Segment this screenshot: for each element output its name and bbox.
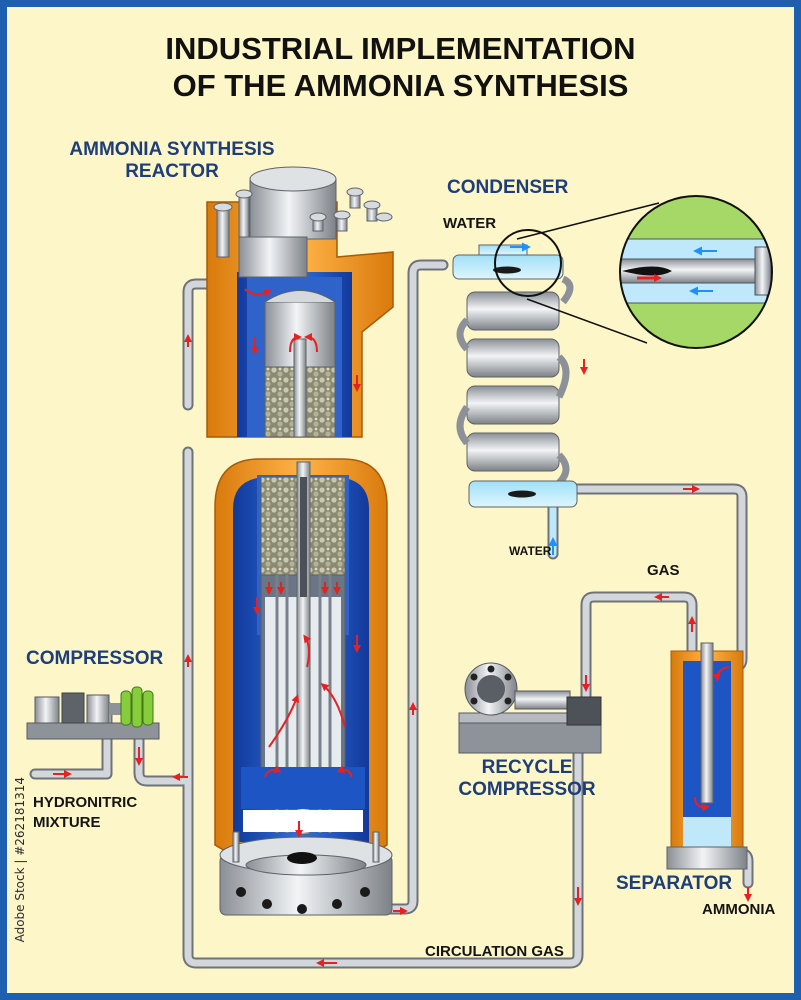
ammonia-synthesis-diagram xyxy=(26,166,773,969)
reactor-label-line2: REACTOR xyxy=(125,161,219,182)
compressor-label: COMPRESSOR xyxy=(26,648,164,669)
feed-label-line2: MIXTURE xyxy=(33,814,101,831)
reactor-top-head xyxy=(206,166,394,438)
flow-arrows xyxy=(53,274,752,967)
feed-label-line1: HYDRONITRIC xyxy=(33,794,138,811)
compressor-unit xyxy=(26,686,160,740)
reactor-label-line1: AMMONIA SYNTHESIS xyxy=(69,139,275,160)
reactor-body xyxy=(214,458,393,916)
separator-label: SEPARATOR xyxy=(616,873,733,894)
stock-watermark: Adobe Stock | #262181314 xyxy=(13,777,27,943)
diagram-title-line1: INDUSTRIAL IMPLEMENTATION xyxy=(165,31,636,66)
circulation-gas-label: CIRCULATION GAS xyxy=(425,943,564,960)
recycle-label-line1: RECYCLE xyxy=(481,757,573,778)
ammonia-outlet-label: AMMONIA xyxy=(702,901,776,918)
separator-unit xyxy=(666,642,748,870)
water-inlet-label: WATER xyxy=(443,215,497,232)
condenser-label: CONDENSER xyxy=(447,177,569,198)
diagram-title-line2: OF THE AMMONIA SYNTHESIS xyxy=(172,68,629,103)
condenser-unit xyxy=(452,195,773,508)
water-arrows xyxy=(510,242,717,555)
gas-label: GAS xyxy=(647,562,680,579)
recycle-compressor-unit xyxy=(458,662,602,754)
water-outlet-label: WATER xyxy=(509,544,552,558)
recycle-label-line2: COMPRESSOR xyxy=(458,779,596,800)
